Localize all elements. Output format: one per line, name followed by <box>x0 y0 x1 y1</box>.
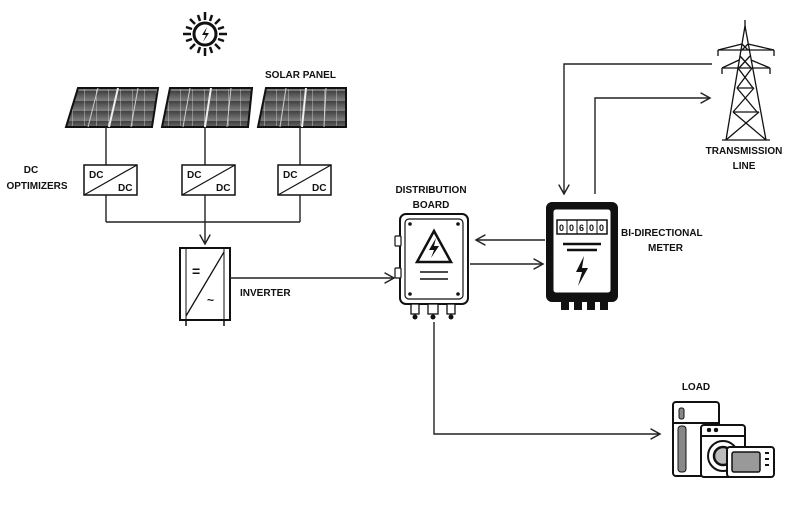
solar-panel-icon <box>256 87 347 128</box>
dc-optimizer-icon: DC DC <box>83 164 138 196</box>
transmission-line-label: TRANSMISSION <box>706 146 783 157</box>
distribution-board-icon <box>394 213 469 320</box>
sun-icon <box>183 12 227 56</box>
solar-panel-icon <box>64 87 160 128</box>
transmission-line-label-line2: LINE <box>733 161 756 172</box>
inverter-label: INVERTER <box>240 288 291 299</box>
dc-optimizer-icon: DC DC <box>181 164 236 196</box>
dc-optimizers-label: DC <box>24 165 38 176</box>
meter-digit: 0 <box>589 223 594 233</box>
appliances-icon <box>672 401 775 478</box>
meter-digit: 6 <box>579 223 584 233</box>
distribution-board-label-line2: BOARD <box>413 200 450 211</box>
load-label: LOAD <box>682 382 710 393</box>
solar-panel-label: SOLAR PANEL <box>265 70 336 81</box>
inverter-icon: = ~ <box>179 247 231 326</box>
dc-optimizers-label-line2: OPTIMIZERS <box>6 181 67 192</box>
dc-optimizer-in-text: DC <box>283 170 297 181</box>
dc-optimizer-in-text: DC <box>187 170 201 181</box>
meter-label-line2: METER <box>648 243 684 254</box>
dc-optimizer-in-text: DC <box>89 170 103 181</box>
meter-label: BI-DIRECTIONAL <box>621 228 703 239</box>
dc-optimizer-out-text: DC <box>216 183 230 194</box>
inverter-dc-symbol: = <box>192 263 200 279</box>
solar-panel-icon <box>160 87 254 128</box>
dc-optimizer-icon: DC DC <box>277 164 332 196</box>
meter-digit: 0 <box>569 223 574 233</box>
inverter-ac-symbol: ~ <box>207 293 214 307</box>
dc-optimizer-out-text: DC <box>312 183 326 194</box>
transmission-tower-icon <box>717 20 775 141</box>
meter-digit: 0 <box>599 223 604 233</box>
bidirectional-meter-icon: 0 0 6 0 0 <box>546 202 618 310</box>
meter-digit: 0 <box>559 223 564 233</box>
dc-optimizer-out-text: DC <box>118 183 132 194</box>
distribution-board-label: DISTRIBUTION <box>395 185 466 196</box>
